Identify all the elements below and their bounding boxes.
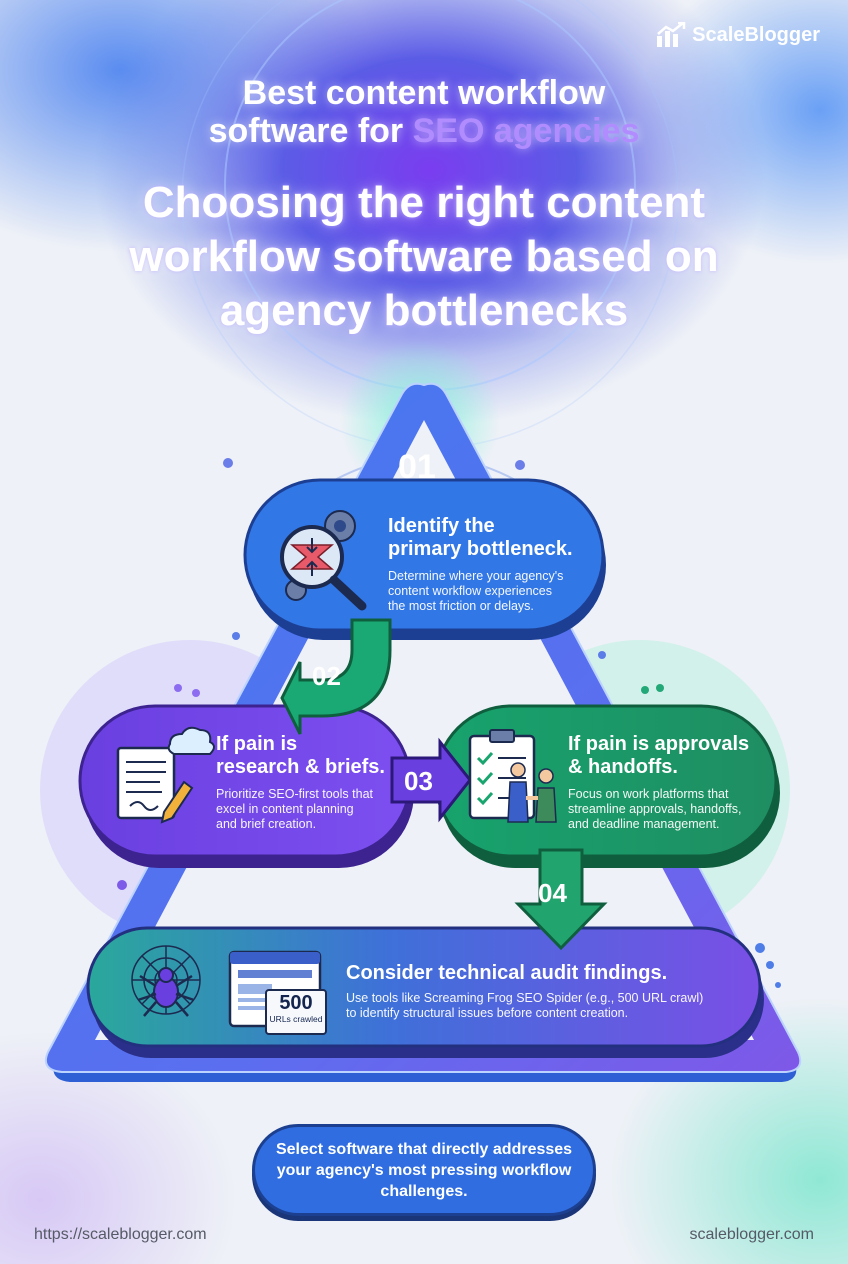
page-title: Best content workflow software for SEO a… — [0, 74, 848, 150]
brand-logo: ScaleBlogger — [656, 22, 820, 48]
magnifier-gears-icon — [280, 510, 367, 611]
title-line-1: Best content workflow — [242, 74, 606, 112]
step-4-title: Consider technical audit findings. — [346, 962, 668, 984]
step-3-number: 03 — [404, 766, 433, 796]
footer-url-left[interactable]: https://scaleblogger.com — [34, 1226, 207, 1243]
brand-name: ScaleBlogger — [692, 23, 820, 46]
step-3-text: If pain is approvals& handoffs. Focus on… — [568, 733, 768, 832]
crawl-count-value: 500 — [279, 992, 313, 1014]
step-1-number: 01 — [398, 448, 436, 486]
arrow-step-2 — [280, 618, 392, 735]
arrow-step-4 — [514, 848, 608, 951]
footer-url-right[interactable]: scaleblogger.com — [689, 1226, 814, 1243]
step-2-number: 02 — [312, 661, 341, 691]
title-accent: SEO agencies — [412, 112, 640, 150]
crawl-count-label: URLs crawled — [269, 1014, 323, 1024]
pyramid-inner — [95, 420, 754, 1040]
crawl-count-badge: 500 URLs crawled — [266, 992, 326, 1025]
document-pencil-icon — [116, 726, 215, 824]
clipboard-handoff-icon — [468, 729, 557, 823]
step-4-text: Consider technical audit findings. Use t… — [346, 962, 746, 1021]
growth-chart-icon — [657, 22, 686, 47]
spider-web-icon — [131, 945, 201, 1017]
page-subtitle: Choosing the right content workflow soft… — [129, 178, 719, 335]
step-3-title: If pain is approvals& handoffs. — [568, 733, 750, 778]
browser-crawl-icon — [228, 950, 327, 1035]
conclusion-callout: Select software that directly addresses … — [252, 1124, 596, 1216]
arrow-step-3 — [390, 737, 472, 823]
title-line-2: software for SEO agencies — [208, 112, 640, 150]
step-4-number: 04 — [538, 878, 567, 908]
step-4-description: Use tools like Screaming Frog SEO Spider… — [346, 991, 704, 1020]
